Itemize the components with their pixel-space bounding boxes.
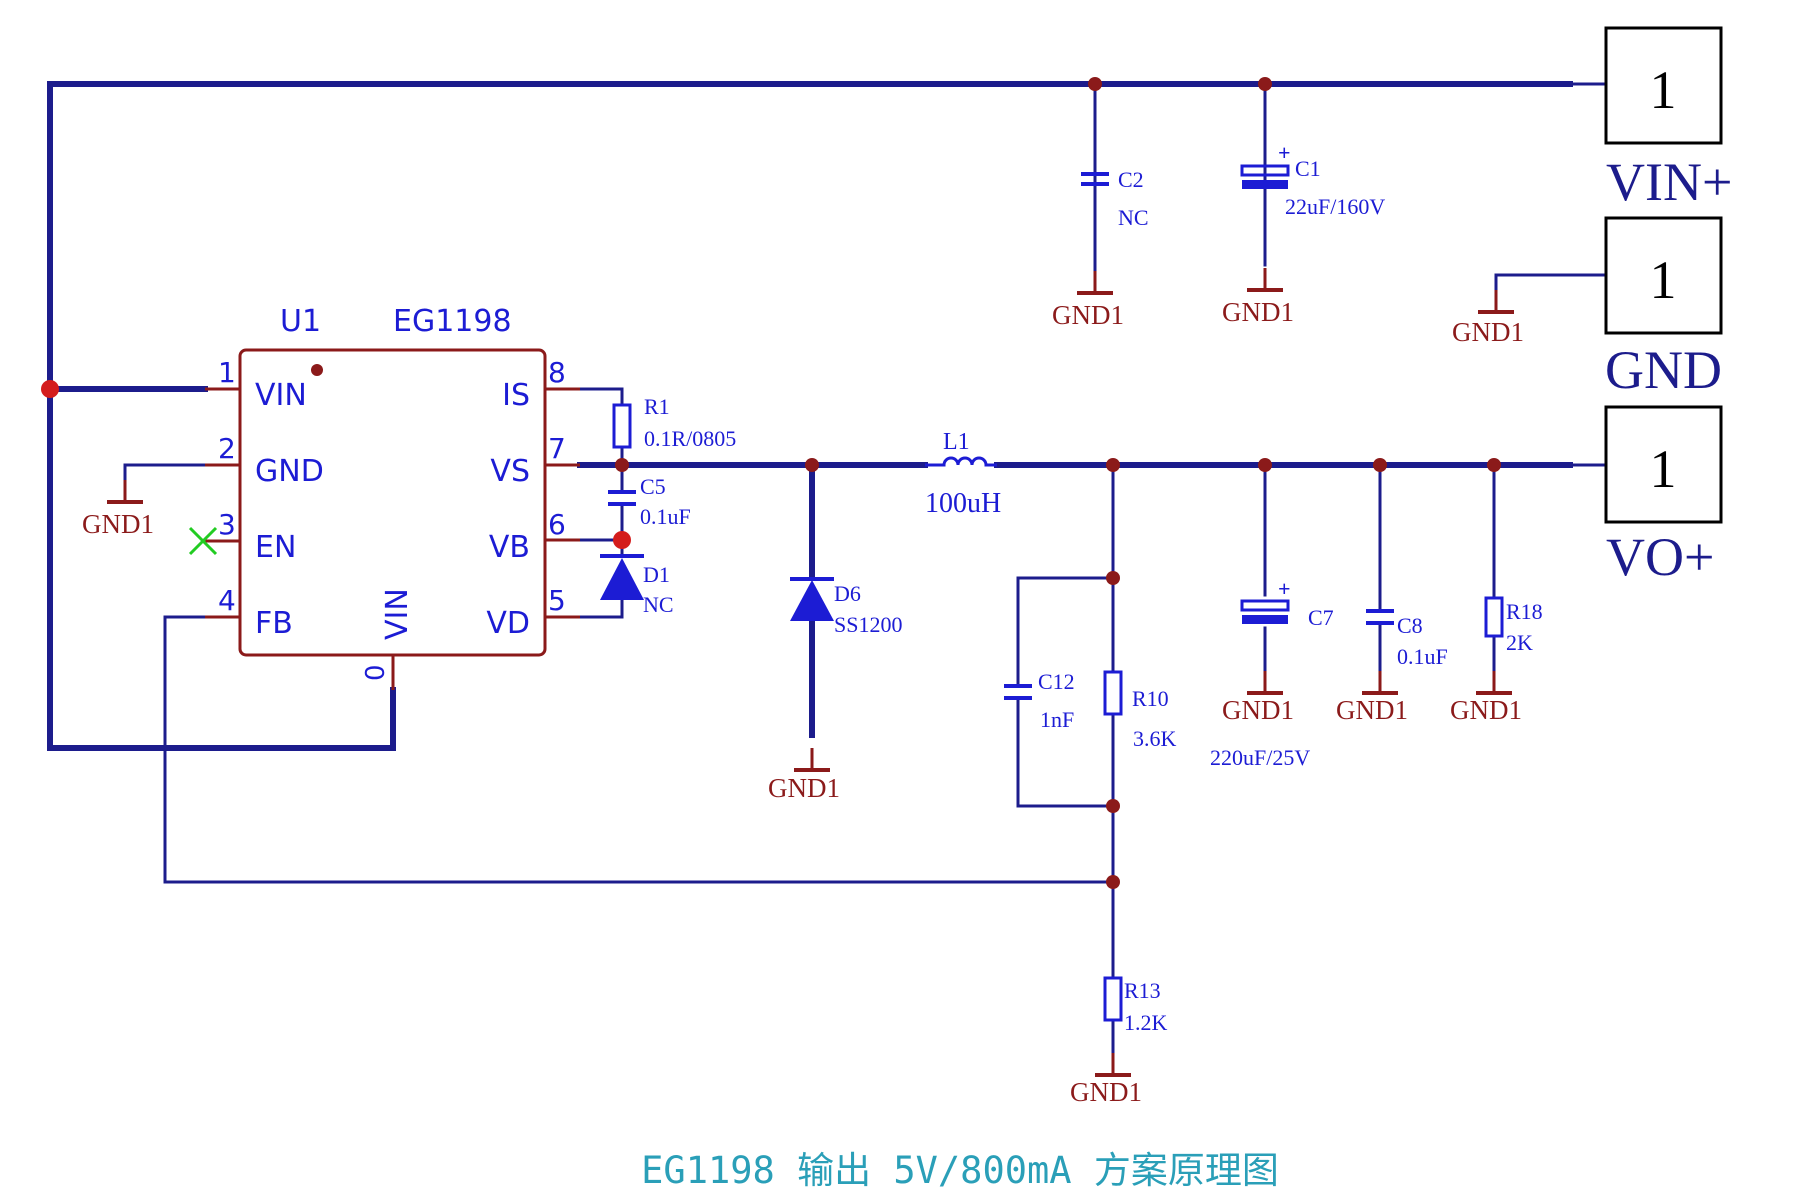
polarity-mark: +: [1278, 140, 1291, 165]
component-value: 1nF: [1040, 707, 1074, 732]
resistor-r1: R1 0.1R/0805: [612, 394, 736, 451]
component-ref: R1: [644, 394, 670, 419]
component-value: 22uF/160V: [1285, 194, 1385, 219]
pin-number: 4: [218, 584, 236, 617]
component-value: 2K: [1506, 630, 1533, 655]
component-ref: C5: [640, 474, 666, 499]
gnd-label: GND1: [82, 509, 154, 539]
component-value: NC: [643, 592, 674, 617]
connector-label: VO+: [1606, 527, 1714, 587]
component-value: 0.1uF: [1397, 644, 1448, 669]
diode-d1: D1 NC: [600, 554, 674, 617]
component-ref: C2: [1118, 167, 1144, 192]
junction-dots: [41, 77, 1501, 889]
pin-name: GND: [255, 454, 324, 489]
component-ref: D6: [834, 581, 861, 606]
pin-name: VD: [486, 606, 530, 641]
gnd-label: GND1: [1336, 695, 1408, 725]
pin-number: 1: [218, 356, 236, 389]
capacitor-c12: C12 1nF: [1004, 669, 1075, 732]
component-ref: C12: [1038, 669, 1075, 694]
ic-ref: U1: [280, 304, 321, 339]
component-value: 1.2K: [1124, 1010, 1168, 1035]
pin-number: 7: [548, 432, 566, 465]
vin-bus-wire: [47, 81, 1573, 751]
resistor-r18: R18 2K: [1484, 596, 1543, 655]
pin-name: EN: [255, 530, 296, 565]
pin-number: 3: [218, 508, 236, 541]
component-value: 0.1uF: [640, 504, 691, 529]
connector-label: VIN+: [1606, 152, 1732, 212]
connector-pin: 1: [1650, 250, 1677, 310]
component-ref: C1: [1295, 156, 1321, 181]
capacitor-c7: + C7 220uF/25V: [1210, 576, 1334, 770]
pin-number: 5: [548, 584, 566, 617]
resistor-r13: R13 1.2K: [1103, 976, 1168, 1035]
component-value: NC: [1118, 205, 1149, 230]
component-value: 220uF/25V: [1210, 745, 1310, 770]
ground-labels: GND1 GND1 GND1 GND1 GND1 GND1 GND1 GND1 …: [82, 297, 1524, 1107]
pin-name: FB: [255, 606, 293, 641]
diagram-caption: EG1198 输出 5V/800mA 方案原理图: [641, 1149, 1279, 1192]
connector-vin: 1 VIN+: [1604, 26, 1732, 212]
connector-gnd: 1 GND: [1604, 216, 1723, 400]
pin1-marker: [311, 364, 323, 376]
component-ref: C8: [1397, 613, 1423, 638]
inductor-l1: L1 100uH: [925, 429, 1001, 519]
gnd-label: GND1: [1452, 317, 1524, 347]
connector-label: GND: [1605, 340, 1722, 400]
capacitor-c1: + C1 22uF/160V: [1240, 140, 1385, 219]
capacitor-c5: C5 0.1uF: [608, 474, 691, 529]
pin-number: 2: [218, 432, 236, 465]
component-value: 0.1R/0805: [644, 426, 736, 451]
pin-name: VB: [489, 530, 530, 565]
diode-d6: D6 SS1200: [790, 577, 902, 637]
pin-name: VIN: [255, 378, 307, 413]
gnd-label: GND1: [1450, 695, 1522, 725]
ic-part: EG1198: [393, 304, 512, 339]
gnd-label: GND1: [768, 773, 840, 803]
capacitor-c8: C8 0.1uF: [1366, 609, 1448, 669]
component-value: 3.6K: [1133, 726, 1177, 751]
gnd-label: GND1: [1070, 1077, 1142, 1107]
pin-name: VS: [490, 454, 530, 489]
pin-name: VIN: [380, 588, 415, 640]
component-value: 100uH: [925, 488, 1001, 519]
capacitor-c2: C2 NC: [1081, 167, 1149, 230]
pin-number: 6: [548, 508, 566, 541]
pin-number: 8: [548, 356, 566, 389]
component-ref: C7: [1308, 605, 1334, 630]
component-ref: L1: [943, 429, 970, 455]
no-connect-icon: [188, 526, 218, 556]
connector-pin: 1: [1650, 439, 1677, 499]
pin-name: IS: [502, 378, 530, 413]
connector-pin: 1: [1650, 60, 1677, 120]
polarity-mark: +: [1278, 576, 1291, 601]
gnd-label: GND1: [1222, 695, 1294, 725]
pin-number: 0: [361, 664, 391, 681]
component-ref: R18: [1506, 599, 1543, 624]
resistor-r10: R10 3.6K: [1103, 670, 1177, 751]
component-ref: D1: [643, 562, 670, 587]
component-ref: R13: [1124, 978, 1161, 1003]
ic-u1: U1 EG1198 1 VIN 2 GND 3 EN 4 FB 8 IS 7 V…: [205, 304, 580, 690]
component-ref: R10: [1132, 686, 1169, 711]
connector-vo: 1 VO+: [1604, 405, 1723, 587]
gnd-label: GND1: [1222, 297, 1294, 327]
gnd-label: GND1: [1052, 300, 1124, 330]
component-value: SS1200: [834, 612, 902, 637]
